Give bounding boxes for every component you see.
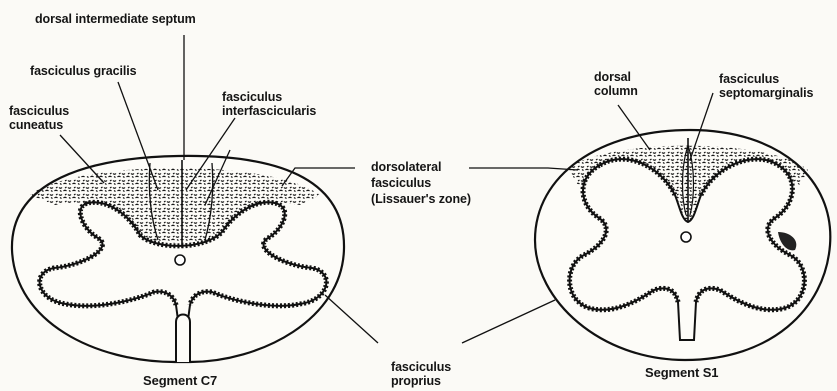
label-fasciculus-proprius-line1: fasciculus xyxy=(391,360,451,374)
c7-ventral-median-fissure xyxy=(176,315,190,363)
s1-central-canal xyxy=(681,232,691,242)
leader-proprius-s1 xyxy=(462,300,555,343)
label-dorsolateral-line3: (Lissauer's zone) xyxy=(371,192,471,206)
segment-c7-section xyxy=(12,156,344,362)
leader-dorsolateral-s1 xyxy=(469,168,578,170)
segment-s1-section xyxy=(535,130,830,360)
label-dorsolateral-line1: dorsolateral xyxy=(371,160,441,174)
label-segment-s1: Segment S1 xyxy=(645,366,718,380)
label-fasciculus-cuneatus-line2: cuneatus xyxy=(9,118,63,132)
label-segment-c7: Segment C7 xyxy=(143,374,217,388)
label-fasciculus-proprius-line2: proprius xyxy=(391,374,441,388)
label-dorsal-intermediate-septum: dorsal intermediate septum xyxy=(35,12,196,26)
label-fasciculus-septomarginalis-line2: septomarginalis xyxy=(719,86,813,100)
label-dorsal-column-line1: dorsal xyxy=(594,70,631,84)
label-fasciculus-septomarginalis-line1: fasciculus xyxy=(719,72,779,86)
c7-central-canal xyxy=(175,255,185,265)
label-dorsolateral-line2: fasciculus xyxy=(371,176,431,190)
label-fasciculus-cuneatus-line1: fasciculus xyxy=(9,104,69,118)
label-fasciculus-interfascicularis-line1: fasciculus xyxy=(222,90,282,104)
leader-proprius-c7 xyxy=(325,295,378,343)
label-fasciculus-interfascicularis-line2: interfascicularis xyxy=(222,104,316,118)
label-fasciculus-gracilis: fasciculus gracilis xyxy=(30,64,137,78)
label-dorsal-column-line2: column xyxy=(594,84,638,98)
